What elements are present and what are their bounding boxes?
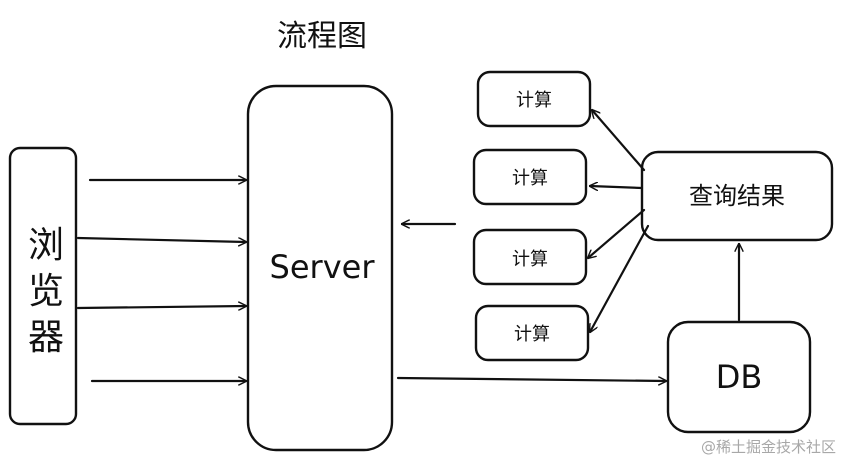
calc-box-2: [472, 148, 588, 206]
edge-result-calc-3: [588, 208, 646, 258]
server-label: Server: [270, 248, 376, 286]
calc-node-1: 计算: [476, 70, 592, 128]
edge-browser-server-3: [76, 306, 248, 308]
watermark-text: @稀土掘金技术社区: [701, 438, 836, 456]
edge-result-calc-2: [588, 186, 644, 188]
calc-box-3: [472, 228, 588, 286]
calc-box-4: [474, 304, 590, 362]
browser-box: [8, 146, 78, 426]
db-box: [666, 320, 812, 434]
calc-node-2: 计算: [472, 148, 588, 206]
calc-label-2: 计算: [512, 168, 548, 189]
calc-box-1: [476, 70, 592, 128]
diagram-title: 流程图: [277, 19, 367, 54]
edge-browser-server-2: [76, 236, 248, 242]
browser-label-char-1: 浏: [28, 225, 64, 266]
calc-label-1: 计算: [516, 90, 552, 111]
browser-label-char-2: 览: [28, 271, 64, 312]
browser-label-char-3: 器: [28, 317, 64, 358]
query-result-label: 查询结果: [689, 182, 785, 210]
calc-label-4: 计算: [514, 324, 550, 345]
db-label: DB: [716, 358, 763, 396]
server-node: Server: [246, 84, 394, 452]
browser-node: 浏 览 器: [8, 146, 78, 426]
edge-result-calc-4: [590, 224, 650, 332]
query-result-box: [640, 150, 834, 242]
calc-node-3: 计算: [472, 228, 588, 286]
calc-node-4: 计算: [474, 304, 590, 362]
query-result-node: 查询结果: [640, 150, 834, 242]
server-box: [246, 84, 394, 452]
edge-server-db: [396, 378, 668, 381]
db-node: DB: [666, 320, 812, 434]
edge-result-calc-1: [592, 110, 646, 172]
calc-label-3: 计算: [512, 249, 548, 270]
